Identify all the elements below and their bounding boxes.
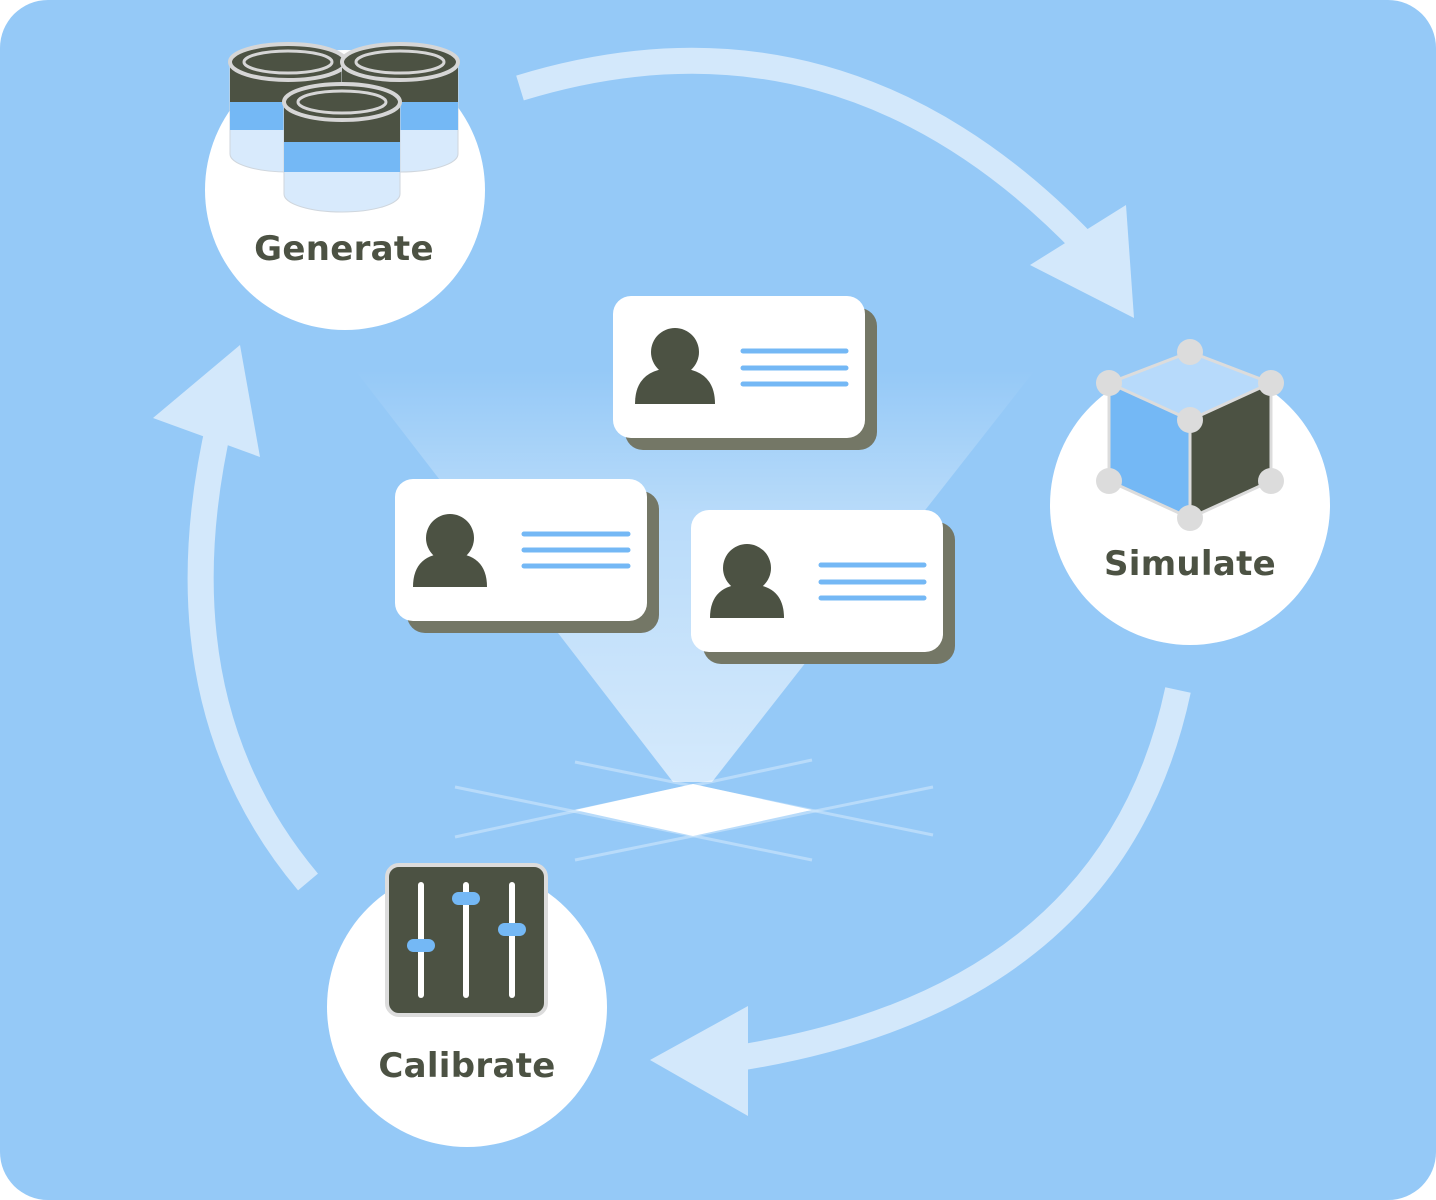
- person-icon: [635, 328, 715, 404]
- text-lines: [740, 348, 849, 387]
- arrowhead-calibrate: [650, 1006, 748, 1116]
- profile-card: [395, 479, 659, 633]
- profile-cards: [395, 296, 955, 664]
- arrow-calibrate-to-generate: [187, 417, 318, 891]
- database-stack-icon: [228, 42, 460, 213]
- arrowhead-generate: [153, 345, 260, 457]
- node-calibrate: Calibrate: [327, 863, 607, 1147]
- arrow-simulate-to-calibrate: [708, 687, 1191, 1075]
- cube-icon: [1096, 339, 1284, 531]
- person-icon: [413, 514, 487, 587]
- person-icon: [710, 544, 784, 618]
- cycle-arrows: [153, 47, 1191, 1116]
- node-generate: Generate: [205, 42, 485, 330]
- arrow-generate-to-simulate: [516, 47, 1095, 255]
- node-calibrate-label: Calibrate: [378, 1046, 555, 1086]
- profile-card: [613, 296, 877, 450]
- hologram-platform: [575, 784, 812, 836]
- profile-card: [691, 510, 955, 664]
- node-simulate-label: Simulate: [1104, 544, 1276, 584]
- node-simulate: Simulate: [1050, 339, 1330, 645]
- text-lines: [521, 531, 631, 569]
- sliders-icon: [385, 863, 548, 1017]
- text-lines: [818, 562, 927, 601]
- node-generate-label: Generate: [254, 229, 434, 269]
- arrowhead-simulate: [1030, 205, 1134, 318]
